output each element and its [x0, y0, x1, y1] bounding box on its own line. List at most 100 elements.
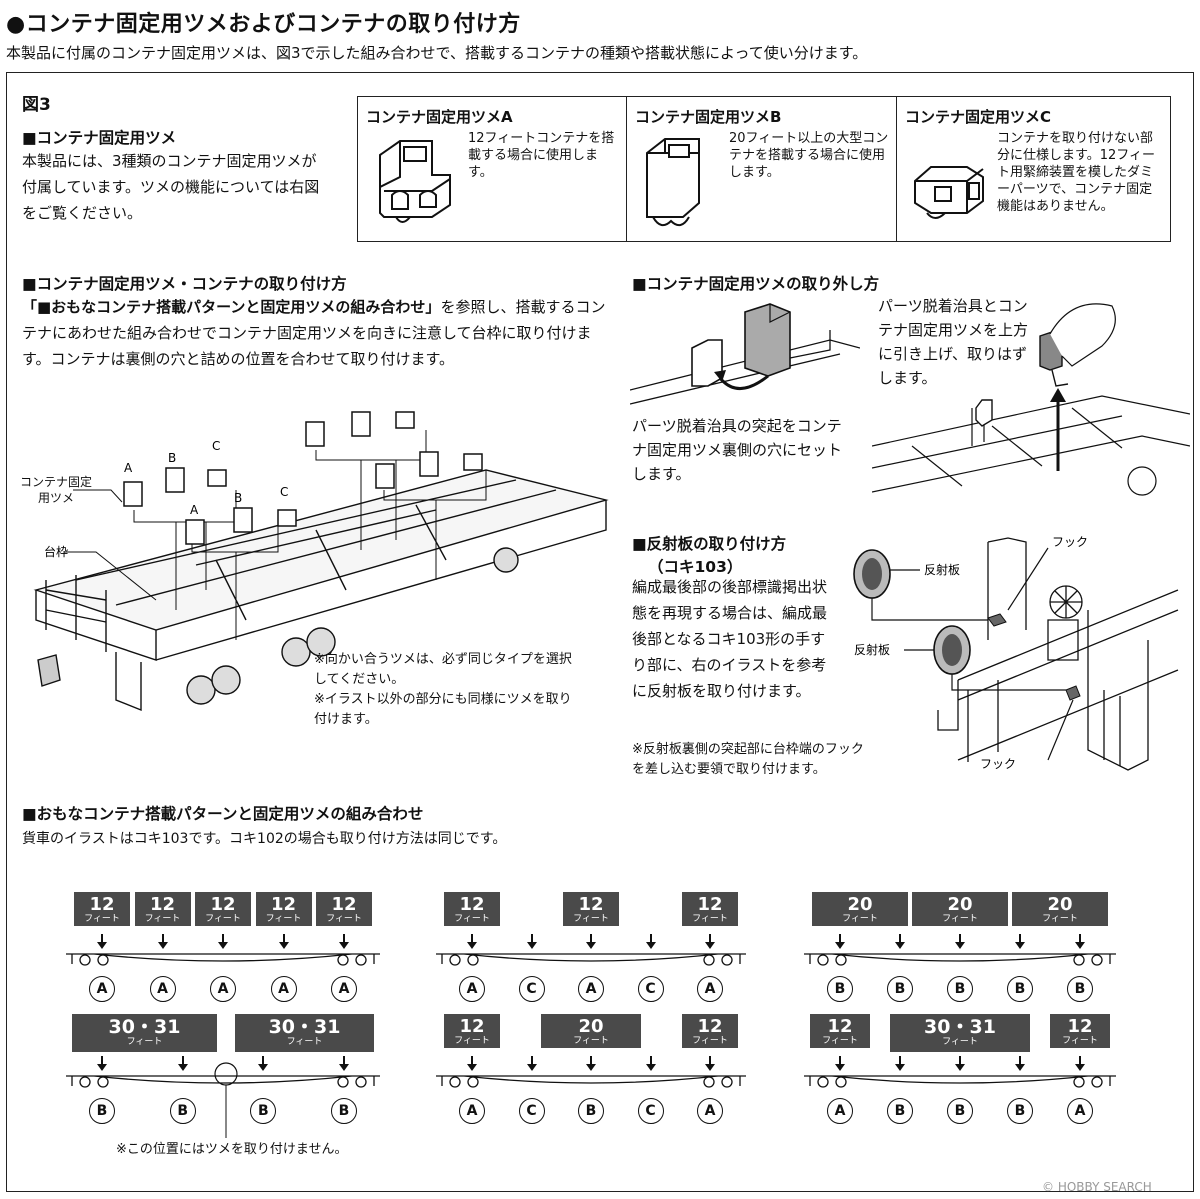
claw-type-c: コンテナ固定用ツメC コンテナを取り付けない部分に仕様します。12フィート用緊締…	[897, 97, 1170, 241]
claw-type-circle: A	[697, 1098, 723, 1124]
claw-type-circle: B	[887, 1098, 913, 1124]
container-size: 30・31	[268, 1016, 341, 1038]
claw-position-arrow	[258, 1056, 269, 1071]
claw-type-circle: A	[827, 1098, 853, 1124]
claw-position-arrow	[705, 934, 715, 949]
figure-label: 図3	[22, 95, 51, 115]
claw-type-circle: B	[89, 1098, 115, 1124]
claw-position-arrow	[835, 1056, 845, 1071]
removal-step2-illustration	[872, 303, 1190, 496]
wheel	[467, 954, 479, 966]
claw-position-arrow	[955, 934, 965, 949]
wheel	[1073, 954, 1085, 966]
install-note-2: ※イラスト以外の部分にも同様にツメを取り付けます。	[314, 692, 572, 727]
container-size: 12	[331, 894, 357, 915]
container-size: 12	[459, 1016, 485, 1037]
container-size: 30・31	[108, 1016, 181, 1038]
figure-frame	[6, 72, 1194, 1192]
claw-type-circle: A	[578, 976, 604, 1002]
claw-position-arrow	[339, 934, 349, 949]
section-claw-heading: ■コンテナ固定用ツメ	[22, 129, 177, 147]
container-size: 20	[1047, 894, 1073, 915]
section-install-heading: ■コンテナ固定用ツメ・コンテナの取り付け方	[22, 275, 347, 293]
claw-type-circle: B	[1007, 976, 1033, 1002]
label-b2: B	[234, 491, 242, 505]
wheel	[97, 954, 109, 966]
claw-position-arrow	[97, 934, 107, 949]
wheel	[355, 1076, 367, 1088]
container-unit: フィート	[573, 1036, 609, 1046]
section-removal-heading: ■コンテナ固定用ツメの取り外し方	[632, 275, 880, 293]
claw-position-arrow	[1075, 1056, 1085, 1071]
claw-position-arrow	[157, 934, 168, 949]
claw-position-arrow	[895, 1056, 905, 1071]
wheel	[835, 1076, 847, 1088]
wheel	[817, 1076, 829, 1088]
container-unit: フィート	[692, 1036, 728, 1046]
container-size: 20	[947, 894, 973, 915]
claw-types-box: コンテナ固定用ツメA 12フィートコンテナを搭載する場合に使用します。 コンテナ…	[357, 96, 1171, 242]
claw-position-arrow	[1075, 934, 1085, 949]
container-unit: フィート	[842, 914, 878, 924]
section-reflector-body: 編成最後部の後部標識掲出状態を再現する場合は、編成最後部となるコキ103形の手す…	[632, 578, 828, 700]
claw-position-arrow	[278, 934, 289, 949]
wheel	[79, 1076, 91, 1088]
label-c2: C	[280, 485, 288, 499]
container-size: 12	[697, 894, 723, 915]
claw-type-circle: A	[1067, 1098, 1093, 1124]
container-unit: フィート	[692, 914, 728, 924]
claw-type-circle: C	[518, 976, 545, 1002]
claw-position-arrow	[1015, 1056, 1025, 1071]
wheel	[449, 954, 461, 966]
wheel	[337, 954, 349, 966]
claw-type-a-desc: 12フィートコンテナを搭載する場合に使用します。	[468, 131, 615, 180]
container-size: 12	[578, 894, 604, 915]
container-size: 30・31	[924, 1016, 996, 1038]
container-unit: フィート	[454, 914, 490, 924]
hook-label-2: フック	[980, 757, 1016, 771]
wheel	[355, 954, 367, 966]
pattern-foot-note: ※この位置にはツメを取り付けません。	[116, 1142, 348, 1157]
wheel	[703, 1076, 715, 1088]
install-note-1: ※向かい合うツメは、必ず同じタイプを選択してください。	[314, 652, 572, 687]
label-b1: B	[168, 451, 176, 465]
section-reflector-note: ※反射板裏側の突起部に台枠端のフックを差し込む要領で取り付けます。	[632, 742, 864, 777]
no-claw-marker	[214, 1062, 238, 1138]
claw-type-a-title: コンテナ固定用ツメA	[366, 108, 513, 126]
claw-type-a: コンテナ固定用ツメA 12フィートコンテナを搭載する場合に使用します。	[358, 97, 626, 241]
claw-type-circle: B	[947, 1098, 973, 1124]
claw-type-circle: B	[827, 976, 853, 1002]
section-reflector-heading: ■反射板の取り付け方	[632, 535, 787, 553]
claw-type-c-title: コンテナ固定用ツメC	[905, 108, 1052, 126]
claw-type-b: コンテナ固定用ツメB 20フィート以上の大型コンテナを搭載する場合に使用します。	[627, 97, 896, 241]
section-install-body: 「■おもなコンテナ搭載パターンと固定用ツメの組み合わせ」を参照し、搭載するコンテ…	[22, 294, 612, 372]
container-size: 12	[210, 894, 236, 915]
claw-position-arrow	[835, 934, 845, 949]
wheel	[1073, 1076, 1085, 1088]
section-patterns-body: 貨車のイラストはコキ103です。コキ102の場合も取り付け方法は同じです。	[22, 831, 507, 847]
claw-position-arrow	[705, 1056, 715, 1071]
removal-step1-caption: パーツ脱着治具の突起をコンテナ固定用ツメ裏側の穴にセットします。	[632, 417, 843, 483]
claw-type-b-desc: 20フィート以上の大型コンテナを搭載する場合に使用します。	[729, 131, 889, 180]
container-size: 12	[459, 894, 485, 915]
wagon-outline	[66, 1075, 380, 1088]
wheel	[79, 954, 91, 966]
label-frame: 台枠	[44, 544, 68, 559]
claw-type-circle: A	[149, 976, 176, 1002]
reflector-label-1: 反射板	[924, 562, 960, 577]
claw-position-arrow	[467, 934, 477, 949]
wheel	[1091, 1076, 1103, 1088]
hook-label-1: フック	[1052, 535, 1088, 549]
wheel	[817, 954, 829, 966]
section-reflector-subheading: （コキ103）	[648, 558, 743, 576]
